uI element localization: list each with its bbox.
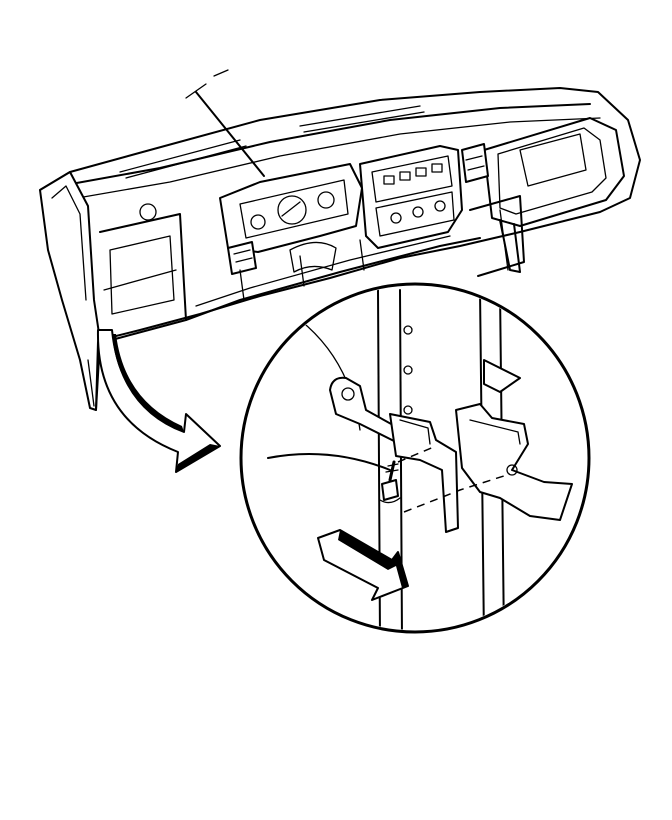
center-vent-right xyxy=(461,143,489,183)
detail-view xyxy=(239,282,591,634)
radio-buttons xyxy=(383,163,446,224)
fastener-path xyxy=(397,445,437,463)
pillar-bracket xyxy=(455,403,573,521)
callout-arrow xyxy=(96,329,221,473)
right-vent-pod xyxy=(483,117,625,227)
instrument-panel-overview xyxy=(39,69,641,411)
bolt-fastener[interactable] xyxy=(379,460,401,504)
forward-arrow xyxy=(317,529,409,601)
mounting-plate xyxy=(389,413,459,533)
reference-leader xyxy=(195,91,265,177)
defrost-grille xyxy=(119,105,425,179)
